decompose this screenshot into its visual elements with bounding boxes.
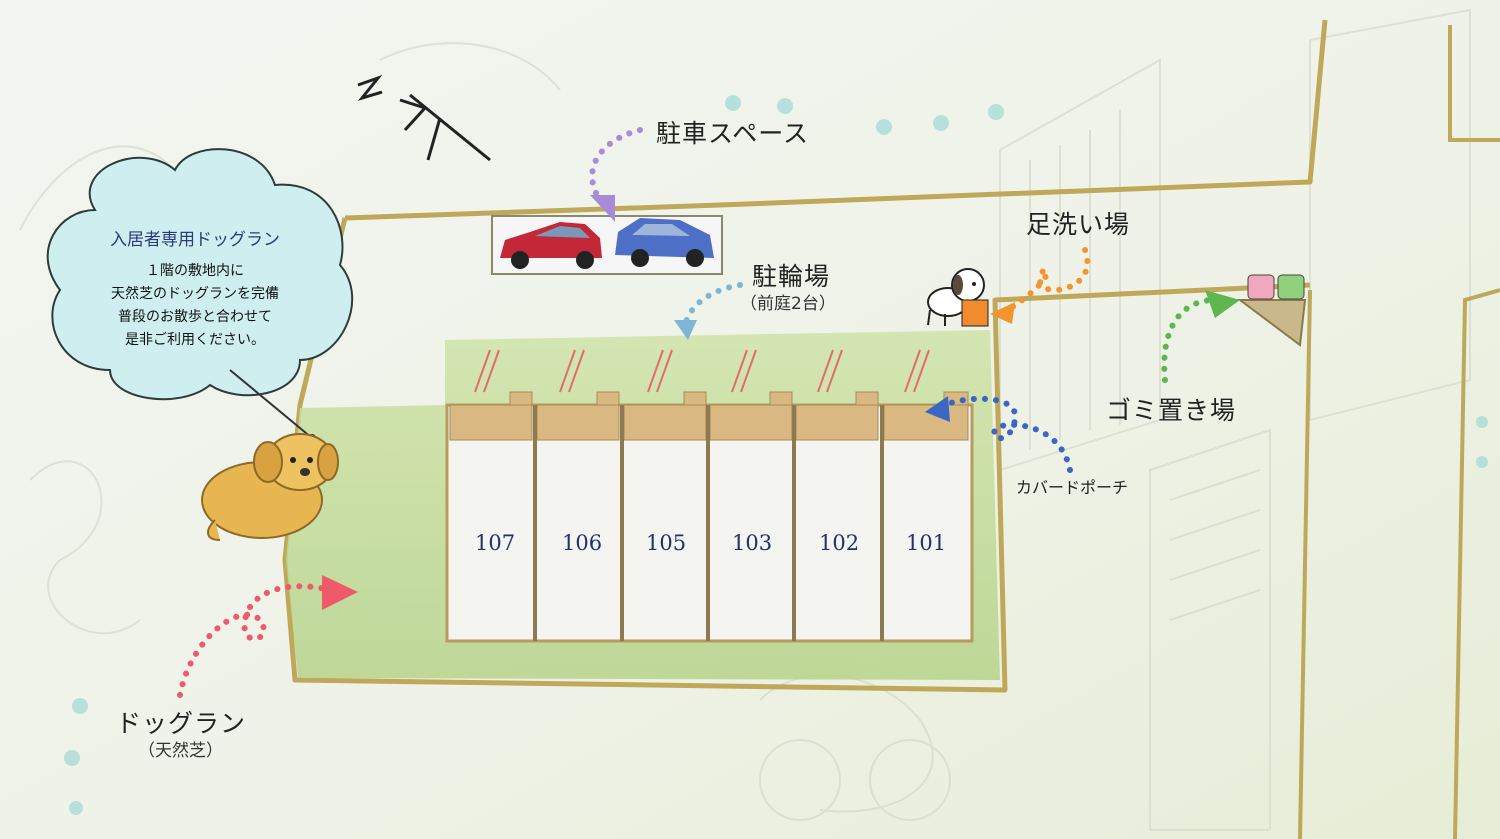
garbage-bin-icon	[1237, 274, 1307, 347]
garbage-arrowhead	[1205, 290, 1240, 318]
porch-arrowhead	[925, 396, 950, 422]
dog-foot-wash-icon	[927, 268, 989, 327]
north-symbol: N	[360, 70, 361, 71]
unit-number: 105	[646, 531, 687, 555]
foot-wash-arrow	[1002, 247, 1091, 315]
garbage-arrow	[1161, 297, 1218, 383]
bike-arrowhead	[674, 320, 697, 340]
red-car-icon	[500, 222, 602, 269]
parking-arrow	[589, 127, 643, 203]
unit-dividers	[533, 405, 884, 641]
dog-run-arrow	[177, 583, 333, 698]
unit-number: 103	[732, 531, 773, 555]
dog-run-info-line: 普段のお散歩と合わせて	[118, 309, 272, 325]
unit-number: 101	[906, 531, 947, 555]
porch-arrow	[942, 395, 1073, 473]
foot-wash-arrowhead	[990, 302, 1015, 324]
north-compass-icon	[357, 74, 491, 162]
parking-label: 駐車スペース	[656, 119, 810, 148]
dog-run-note: （天然芝）	[138, 741, 223, 761]
foot-wash-label: 足洗い場	[1026, 210, 1131, 239]
decor-dots	[64, 95, 1488, 815]
lot-boundary	[282, 19, 1328, 693]
bike-parking-note: （前庭2台）	[740, 294, 836, 314]
unit-number: 107	[475, 531, 516, 555]
porch-label: カバードポーチ	[1016, 478, 1129, 497]
garbage-label: ゴミ置き場	[1106, 396, 1237, 425]
bike-arrow	[682, 282, 743, 328]
parking-arrowhead	[590, 195, 615, 222]
bike-racks	[474, 349, 930, 393]
unit-porches	[449, 391, 969, 441]
dog-run-info-line: １階の敷地内に	[146, 263, 244, 279]
running-dog-icon	[201, 433, 339, 541]
blue-car-icon	[615, 218, 714, 267]
unit-number: 102	[819, 531, 860, 555]
dog-run-info-line: 天然芝のドッグランを完備	[111, 286, 279, 302]
unit-number: 106	[562, 531, 603, 555]
bike-parking-label: 駐輪場	[752, 262, 831, 291]
neighbor-outlines	[1298, 25, 1500, 839]
dog-run-info-title: 入居者専用ドッグラン	[110, 230, 280, 250]
dog-run-arrowhead	[322, 575, 358, 610]
dog-run-info-line: 是非ご利用ください。	[125, 332, 265, 348]
dog-run-label: ドッグラン	[116, 709, 247, 738]
